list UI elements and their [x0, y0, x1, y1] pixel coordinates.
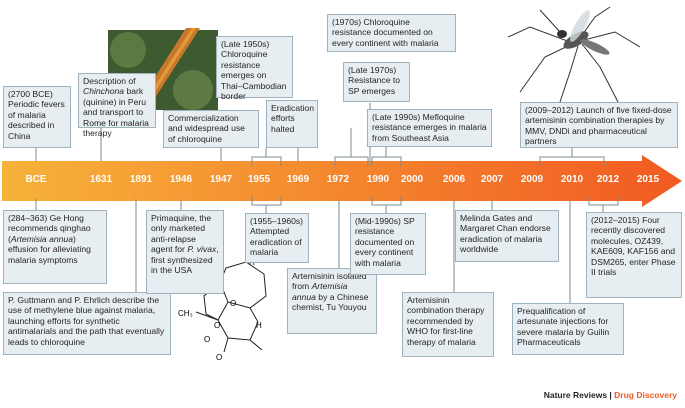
year-label: 2007	[480, 174, 504, 185]
publisher-credit: Nature Reviews | Drug Discovery	[544, 390, 677, 400]
atom-label: CH₃	[178, 309, 193, 318]
year-label: 1891	[129, 174, 153, 185]
mosquito-illustration	[507, 6, 641, 103]
atom-label: H	[256, 321, 262, 330]
year-label: 1969	[286, 174, 310, 185]
atom-label: O	[204, 335, 210, 344]
event-2009-act-launch: (2009–2012) Launch of five fixed-dose ar…	[520, 102, 678, 148]
event-2012-phase2: (2012–2015) Four recently discovered mol…	[586, 212, 682, 298]
event-ge-hong: (284–363) Ge Hong recommends qinghao (Ar…	[3, 210, 107, 284]
event-1631-cinchona: Description of Chinchona bark (quinine) …	[78, 73, 156, 138]
event-late-1950s-resistance: (Late 1950s) Chloroquine resistance emer…	[216, 36, 293, 101]
year-label: 2010	[560, 174, 584, 185]
event-1972-artemisinin-isolated: Artemisinin isolated from Artemisia annu…	[287, 268, 377, 334]
year-label: 1990	[366, 174, 390, 185]
event-1955-eradication-attempt: (1955–1960s) Attempted eradication of ma…	[245, 213, 309, 263]
year-label: 1972	[326, 174, 350, 185]
event-2007-gates-chan: Melinda Gates and Margaret Chan endorse …	[455, 210, 559, 262]
publisher-name: Nature Reviews	[543, 390, 608, 400]
atom-label: O	[230, 299, 236, 308]
timeline-arrow	[2, 155, 682, 207]
event-late-1990s-mefloquine: (Late 1990s) Mefloquine resistance emerg…	[367, 109, 492, 147]
year-label: 1946	[169, 174, 193, 185]
event-late-1970s-sp: (Late 1970s) Resistance to SP emerges	[343, 62, 410, 102]
artemisinin-structure: CH₃ H O O O H O O	[178, 258, 267, 362]
atom-label: O	[216, 353, 222, 362]
event-1891-methylene-blue: P. Guttmann and P. Ehrlich describe the …	[3, 292, 171, 355]
event-mid-1990s-sp-resistance: (Mid-1990s) SP resistance documented on …	[350, 213, 426, 275]
event-1946-primaquine: Primaquine, the only marketed anti-relap…	[146, 210, 224, 294]
event-1947-chloroquine: Commercialization and widespread use of …	[163, 110, 259, 148]
year-label: 2000	[400, 174, 424, 185]
journal-name: Drug Discovery	[614, 390, 677, 400]
atom-label: O	[214, 321, 220, 330]
year-label: 2009	[520, 174, 544, 185]
cinchona-bark-photo	[108, 28, 218, 112]
event-2006-act-who: Artemisinin combination therapy recommen…	[402, 292, 494, 357]
credit-separator: |	[607, 390, 615, 400]
year-label: 1947	[209, 174, 233, 185]
year-label: 2006	[442, 174, 466, 185]
year-label: 1631	[89, 174, 113, 185]
event-1970s-chloroquine: (1970s) Chloroquine resistance documente…	[327, 14, 456, 52]
event-2700bce: (2700 BCE) Periodic fevers of malaria de…	[3, 86, 71, 148]
event-1969-eradication-halted: Eradication efforts halted	[266, 100, 318, 148]
year-label: 2015	[636, 174, 660, 185]
event-2010-artesunate: Prequalification of artesunate injection…	[512, 303, 624, 355]
year-label: BCE	[25, 174, 47, 185]
year-label: 1955	[247, 174, 271, 185]
year-label: 2012	[596, 174, 620, 185]
